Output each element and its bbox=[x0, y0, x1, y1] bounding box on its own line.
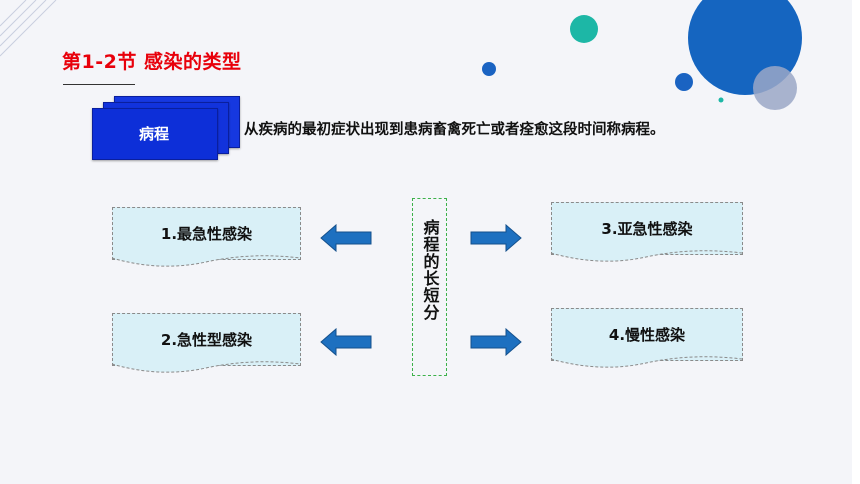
card-label: 3.亚急性感染 bbox=[601, 220, 693, 238]
left-arrow-icon bbox=[320, 328, 372, 356]
center-vertical-box: 病程的长短分 bbox=[412, 198, 447, 376]
left-arrow-icon bbox=[320, 224, 372, 252]
definition-text: 从疾病的最初症状出现到患病畜禽死亡或者痊愈这段时间称病程。 bbox=[244, 122, 665, 138]
grey-circle-icon bbox=[753, 66, 797, 110]
small-blue-circle-icon bbox=[675, 73, 693, 91]
title-underline bbox=[63, 84, 135, 85]
right-arrow-icon bbox=[470, 224, 522, 252]
card-chronic-infection: 4.慢性感染 bbox=[551, 308, 743, 361]
right-arrow-icon bbox=[470, 328, 522, 356]
tiny-teal-dot-icon bbox=[718, 97, 724, 103]
card-label: 1.最急性感染 bbox=[160, 225, 253, 243]
teal-circle-icon bbox=[570, 15, 598, 43]
right-edge-bar bbox=[852, 0, 860, 484]
card-subacute-infection: 3.亚急性感染 bbox=[551, 202, 743, 255]
card-label: 4.慢性感染 bbox=[608, 326, 686, 344]
small-blue-circle-icon bbox=[482, 62, 496, 76]
center-vertical-text: 病程的长短分 bbox=[420, 219, 440, 321]
term-box: 病程 bbox=[92, 96, 262, 166]
card-acute-infection: 2.急性型感染 bbox=[112, 313, 301, 366]
card-label: 2.急性型感染 bbox=[160, 331, 253, 349]
term-box-front-page bbox=[92, 108, 218, 160]
term-label: 病程 bbox=[138, 124, 169, 143]
decorative-stripes-icon bbox=[0, 0, 57, 57]
page-title: 第1-2节 感染的类型 bbox=[62, 51, 242, 73]
